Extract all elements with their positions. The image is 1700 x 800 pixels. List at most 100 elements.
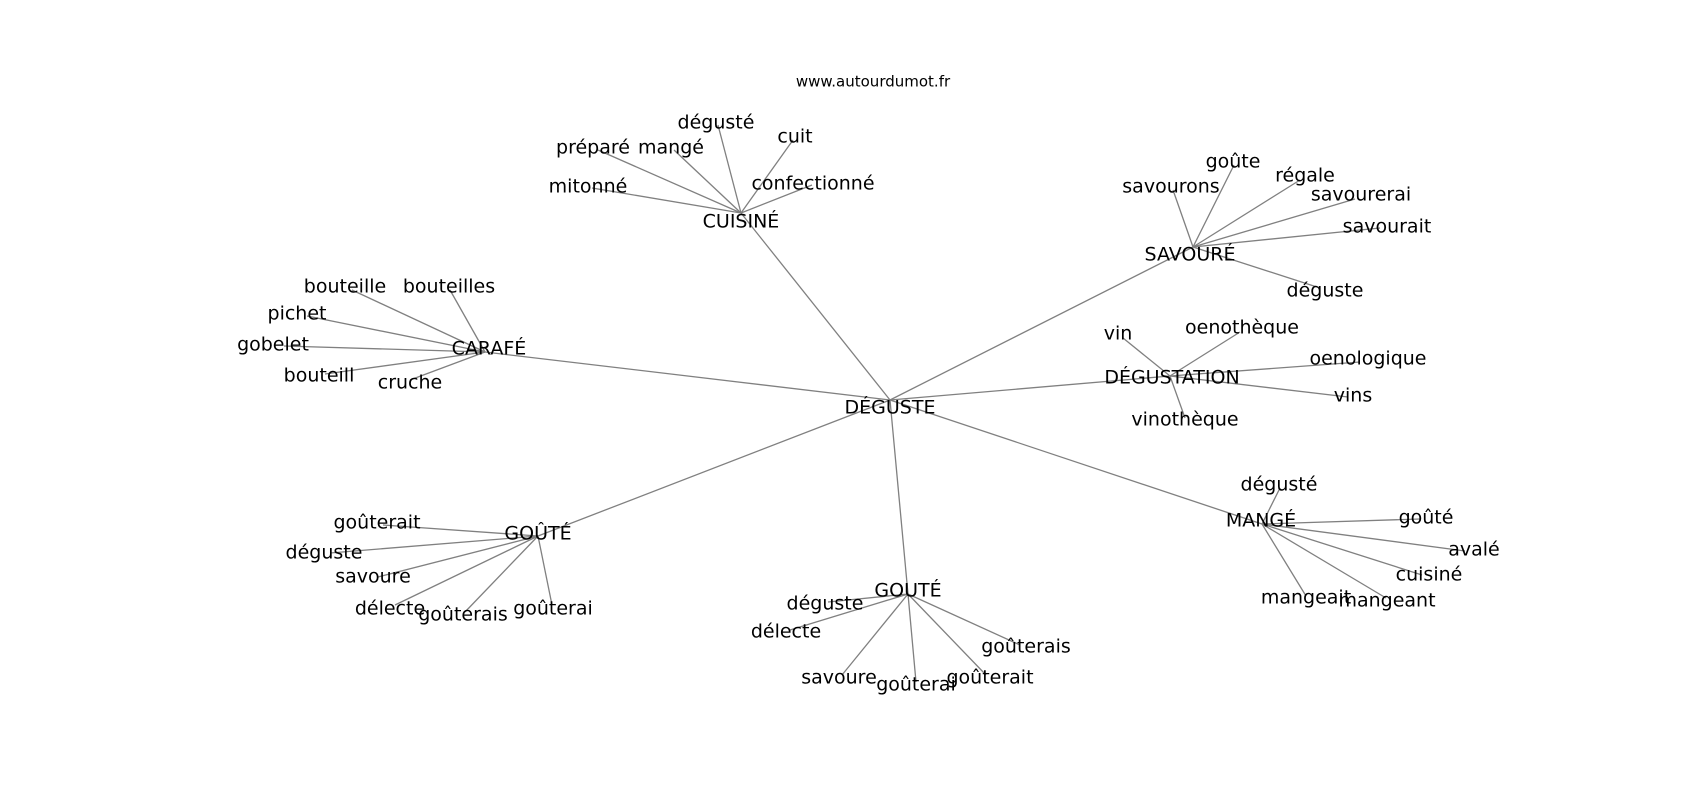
hub-to-leaf-edge xyxy=(394,535,539,606)
hub-to-leaf-edge xyxy=(841,593,909,676)
leaf-node[interactable]: préparé xyxy=(556,137,630,159)
hub-to-leaf-edge xyxy=(1192,164,1235,248)
leaf-node[interactable]: vins xyxy=(1334,385,1372,407)
leaf-node[interactable]: dégusté xyxy=(678,112,755,134)
hub-to-leaf-edge xyxy=(351,289,486,353)
root-to-hub-edge xyxy=(889,246,1194,401)
hub-to-leaf-edge xyxy=(1169,331,1241,377)
root-node[interactable]: DÉGUSTE xyxy=(845,396,936,419)
leaf-node[interactable]: cruche xyxy=(378,372,442,394)
hub-to-leaf-edge xyxy=(1192,179,1301,248)
hub-to-leaf-edge xyxy=(1122,337,1171,377)
leaf-node[interactable]: goûterais xyxy=(981,636,1071,658)
leaf-node[interactable]: confectionné xyxy=(751,173,874,195)
hub-node[interactable]: GOUTÉ xyxy=(874,579,941,602)
hub-to-leaf-edge xyxy=(1172,189,1194,248)
hub-to-leaf-edge xyxy=(377,535,539,578)
leaf-node[interactable]: cuit xyxy=(777,126,812,148)
hub-to-leaf-edge xyxy=(1192,227,1381,248)
leaf-node[interactable]: délecte xyxy=(355,598,425,620)
hub-node[interactable]: MANGÉ xyxy=(1226,509,1296,532)
leaf-node[interactable]: mangé xyxy=(638,137,704,159)
hub-to-leaf-edge xyxy=(717,124,742,214)
leaf-node[interactable]: mangeait xyxy=(1261,587,1351,609)
hub-to-leaf-edge xyxy=(1261,518,1421,525)
hub-to-leaf-edge xyxy=(591,187,742,214)
hub-node[interactable]: GOÛTÉ xyxy=(504,521,571,545)
root-to-hub-edge xyxy=(537,399,891,537)
leaf-node[interactable]: déguste xyxy=(286,542,363,564)
hub-to-leaf-edge xyxy=(827,593,909,603)
leaf-node[interactable]: déguste xyxy=(787,593,864,615)
leaf-node[interactable]: délecte xyxy=(751,621,821,643)
labels-layer: DÉGUSTE CUISINÉ mitonné préparé mangé dégusté… xyxy=(237,112,1500,696)
hub-to-leaf-edge xyxy=(673,149,742,214)
hub-node[interactable]: DÉGUSTATION xyxy=(1104,366,1239,389)
leaf-node[interactable]: goûte xyxy=(1206,151,1261,173)
leaf-node[interactable]: savourait xyxy=(1343,216,1432,238)
root-to-hub-edge xyxy=(740,212,891,401)
leaf-node[interactable]: savoure xyxy=(801,667,877,689)
hub-to-leaf-edge xyxy=(283,345,486,353)
leaf-node[interactable]: oenothèque xyxy=(1185,317,1299,339)
leaf-node[interactable]: oenologique xyxy=(1309,348,1426,370)
leaf-node[interactable]: gobelet xyxy=(237,334,309,356)
hub-to-leaf-edge xyxy=(1192,198,1356,248)
hub-to-leaf-edge xyxy=(1261,523,1387,599)
root-to-hub-edge xyxy=(889,375,1171,401)
hub-to-leaf-edge xyxy=(382,524,539,537)
hub-to-leaf-edge xyxy=(1261,523,1307,597)
leaf-node[interactable]: goûterai xyxy=(876,674,956,696)
hub-to-leaf-edge xyxy=(1169,375,1186,419)
hub-to-leaf-edge xyxy=(449,289,486,353)
hub-to-leaf-edge xyxy=(907,593,987,676)
hub-to-leaf-edge xyxy=(464,535,539,613)
edges-layer xyxy=(283,124,1466,683)
hub-to-leaf-edge xyxy=(1261,523,1423,576)
hub-node[interactable]: CARAFÉ xyxy=(452,337,527,360)
leaf-node[interactable]: mangeant xyxy=(1338,590,1435,612)
hub-to-leaf-edge xyxy=(409,351,486,381)
hub-to-leaf-edge xyxy=(789,593,909,631)
leaf-node[interactable]: dégusté xyxy=(1241,474,1318,496)
leaf-node[interactable]: pichet xyxy=(268,303,327,325)
hub-to-leaf-edge xyxy=(1261,523,1466,552)
hub-to-leaf-edge xyxy=(1261,487,1281,525)
hub-to-leaf-edge xyxy=(1169,375,1349,398)
leaf-node[interactable]: goûterait xyxy=(333,512,420,534)
leaf-node[interactable]: vin xyxy=(1104,323,1133,345)
leaf-node[interactable]: bouteilles xyxy=(403,276,495,298)
leaf-node[interactable]: savourons xyxy=(1122,176,1219,198)
leaf-node[interactable]: goûterait xyxy=(946,667,1033,689)
root-to-hub-edge xyxy=(889,399,909,595)
hub-to-leaf-edge xyxy=(597,149,742,214)
hub-to-leaf-edge xyxy=(1169,361,1361,377)
leaf-node[interactable]: déguste xyxy=(1287,280,1364,302)
hub-to-leaf-edge xyxy=(907,593,1021,646)
leaf-node[interactable]: bouteill xyxy=(284,365,355,387)
leaf-node[interactable]: cuisiné xyxy=(1396,564,1463,586)
leaf-node[interactable]: goûterai xyxy=(513,598,593,620)
leaf-node[interactable]: savoure xyxy=(335,566,411,588)
hub-node[interactable]: SAVOURÉ xyxy=(1145,243,1236,266)
root-to-hub-edge xyxy=(484,351,891,401)
hub-to-leaf-edge xyxy=(740,184,813,214)
hub-to-leaf-edge xyxy=(1192,246,1321,289)
leaf-node[interactable]: bouteille xyxy=(304,276,386,298)
hub-to-leaf-edge xyxy=(324,351,486,375)
leaf-node[interactable]: régale xyxy=(1275,165,1335,187)
site-watermark: www.autourdumot.fr xyxy=(796,73,951,91)
leaf-node[interactable]: goûterais xyxy=(418,604,508,626)
leaf-node[interactable]: mitonné xyxy=(549,176,628,198)
leaf-node[interactable]: goûté xyxy=(1399,507,1454,529)
leaf-node[interactable]: avalé xyxy=(1448,539,1500,561)
hub-to-leaf-edge xyxy=(306,315,486,353)
hub-to-leaf-edge xyxy=(907,593,917,683)
leaf-node[interactable]: vinothèque xyxy=(1131,409,1238,431)
hub-node[interactable]: CUISINÉ xyxy=(703,210,780,233)
root-to-hub-edge xyxy=(889,399,1263,525)
hub-to-leaf-edge xyxy=(740,139,794,214)
leaf-node[interactable]: savourerai xyxy=(1311,184,1411,206)
hub-to-leaf-edge xyxy=(537,535,553,606)
